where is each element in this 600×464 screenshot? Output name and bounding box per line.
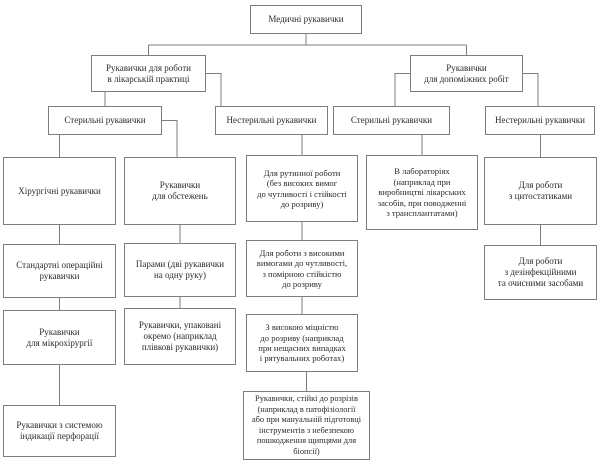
node-label: Нестерильні рукавички bbox=[494, 115, 585, 126]
node-label: Стерильні рукавички bbox=[350, 115, 433, 126]
node-paired-gloves: Парами (дві рукавички на одну руку) bbox=[124, 243, 236, 297]
node-label: Для рутинної роботи (без високих вимог д… bbox=[257, 167, 347, 209]
node-label: Для роботи з високими вимогами до чутлив… bbox=[256, 247, 348, 289]
node-label: Стандартні операційні рукавички bbox=[16, 260, 103, 281]
node-sterile-gloves-practice: Стерильні рукавички bbox=[48, 106, 162, 135]
node-high-tear-strength-gloves: З високою міцністю до розриву (наприклад… bbox=[246, 314, 358, 372]
node-label: Нестерильні рукавички bbox=[226, 115, 317, 126]
node-label: Рукавички для мікрохірургії bbox=[26, 326, 93, 348]
node-label: Для роботи з цитостатиками bbox=[508, 180, 573, 201]
node-high-sensitivity-gloves: Для роботи з високими вимогами до чутлив… bbox=[246, 240, 358, 297]
node-auxiliary-work-gloves: Рукавички для допоміжних робіт bbox=[410, 55, 523, 92]
node-label: Рукавички для обстежень bbox=[152, 180, 208, 201]
node-surgical-gloves: Хірургічні рукавички bbox=[3, 157, 116, 225]
node-label: Хірургічні рукавички bbox=[18, 185, 101, 196]
node-label: Рукавички для роботи в лікарській практи… bbox=[106, 62, 191, 84]
node-sterile-gloves-auxiliary: Стерильні рукавички bbox=[333, 106, 450, 135]
node-label: Стерильні рукавички bbox=[64, 115, 146, 126]
node-label: Парами (дві рукавички на одну руку) bbox=[135, 259, 225, 280]
node-label: Рукавички для допоміжних робіт bbox=[424, 62, 509, 84]
node-routine-work-gloves: Для рутинної роботи (без високих вимог д… bbox=[246, 155, 358, 222]
node-label: З високою міцністю до розриву (наприклад… bbox=[258, 322, 346, 364]
node-label: Рукавички, стійкі до розрізів (наприклад… bbox=[251, 394, 362, 456]
node-medical-practice-gloves: Рукавички для роботи в лікарській практи… bbox=[91, 55, 206, 92]
node-cytostatics-gloves: Для роботи з цитостатиками bbox=[484, 157, 597, 225]
node-disinfectant-cleaning-gloves: Для роботи з дезінфекційними та очисними… bbox=[484, 245, 597, 300]
node-label: Рукавички, упаковані окремо (наприклад п… bbox=[138, 320, 222, 352]
node-label: Медичні рукавички bbox=[268, 14, 344, 25]
node-label: Рукавички з системою індикації перфораці… bbox=[16, 420, 103, 441]
node-medical-gloves: Медичні рукавички bbox=[250, 5, 362, 34]
node-label: Для роботи з дезінфекційними та очисними… bbox=[497, 256, 584, 288]
node-label: В лабораторіях (наприклад при виробництв… bbox=[377, 166, 467, 219]
node-nonsterile-gloves-practice: Нестерильні рукавички bbox=[215, 106, 328, 135]
node-examination-gloves: Рукавички для обстежень bbox=[124, 157, 236, 225]
node-standard-operating-gloves: Стандартні операційні рукавички bbox=[3, 244, 116, 298]
node-microsurgery-gloves: Рукавички для мікрохірургії bbox=[3, 310, 116, 365]
node-perforation-indication-gloves: Рукавички з системою індикації перфораці… bbox=[3, 405, 116, 457]
node-cut-resistant-gloves: Рукавички, стійкі до розрізів (наприклад… bbox=[243, 391, 370, 460]
node-individually-packed-gloves: Рукавички, упаковані окремо (наприклад п… bbox=[124, 308, 236, 365]
node-laboratory-gloves: В лабораторіях (наприклад при виробництв… bbox=[366, 155, 478, 230]
node-nonsterile-gloves-auxiliary: Нестерильні рукавички bbox=[485, 106, 595, 135]
